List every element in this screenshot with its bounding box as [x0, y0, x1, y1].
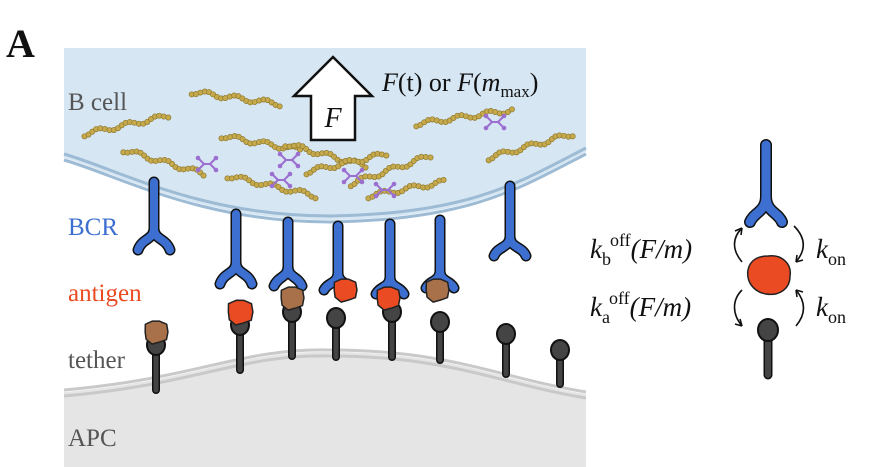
scheme-antigen	[746, 255, 791, 296]
bcr	[420, 214, 460, 294]
arrow-kon-top	[793, 225, 805, 263]
crosslinker	[483, 113, 507, 131]
antigen-free	[144, 320, 169, 345]
crosslinker	[373, 181, 397, 199]
crosslinker	[277, 151, 301, 169]
actin-filament	[303, 150, 390, 178]
force-arrow-label: F	[323, 103, 342, 134]
b-cell-membrane-inner	[63, 152, 587, 224]
tether	[230, 314, 250, 374]
antigen-free	[280, 286, 305, 311]
kinetic-scheme: kboff(F/m) kaoff(F/m) kon kon	[590, 139, 846, 380]
bcr	[132, 176, 176, 256]
tether	[430, 311, 450, 364]
actin-filament	[188, 88, 283, 110]
arrow-kb-off	[733, 227, 743, 263]
actin-filament	[218, 133, 303, 153]
rate-kon-bottom: kon	[816, 292, 846, 327]
antigen-bound	[376, 286, 401, 311]
crosslinkers	[195, 113, 507, 199]
arrow-ka-off	[733, 289, 743, 327]
b-cell-membrane	[63, 146, 587, 218]
actin-filament	[120, 148, 207, 179]
bcr	[268, 216, 308, 292]
tether	[282, 301, 302, 360]
apc-membrane-inner	[63, 354, 587, 400]
label-apc: APC	[68, 425, 117, 452]
force-arrow: F	[290, 55, 376, 142]
crosslinker	[341, 167, 365, 185]
label-bcr: BCR	[68, 214, 118, 241]
rate-kb-off: kboff(F/m)	[590, 230, 692, 269]
actin-filament	[485, 132, 576, 164]
antigens	[144, 278, 450, 345]
actin-filament	[347, 153, 434, 190]
tethers	[146, 301, 570, 394]
actin-filaments	[81, 88, 576, 202]
scheme-tether	[757, 318, 779, 380]
bcr	[370, 218, 410, 300]
force-caption: F(t) or F(mmax)	[381, 68, 538, 101]
apc-body	[64, 351, 586, 467]
label-tether: tether	[68, 347, 126, 374]
panel-label: A	[6, 21, 35, 66]
antigen-bound	[333, 278, 358, 303]
crosslinker	[269, 171, 293, 189]
rate-kon-top: kon	[816, 234, 846, 269]
rate-ka-off: kaoff(F/m)	[590, 288, 691, 327]
bcr	[214, 208, 258, 290]
antigen-free	[425, 278, 450, 303]
scheme-bcr	[744, 139, 788, 228]
crosslinker	[195, 155, 219, 173]
actin-filament	[413, 106, 515, 130]
label-antigen: antigen	[68, 280, 142, 307]
actin-filament	[81, 112, 172, 140]
label-b-cell: B cell	[68, 89, 127, 116]
tether	[550, 339, 570, 388]
actin-filament	[224, 173, 319, 202]
bcr	[488, 180, 532, 262]
apc-membrane	[63, 348, 587, 394]
tether	[496, 323, 516, 378]
tether	[326, 307, 346, 361]
antigen-bound	[227, 299, 254, 326]
arrow-kon-bottom	[795, 289, 805, 327]
